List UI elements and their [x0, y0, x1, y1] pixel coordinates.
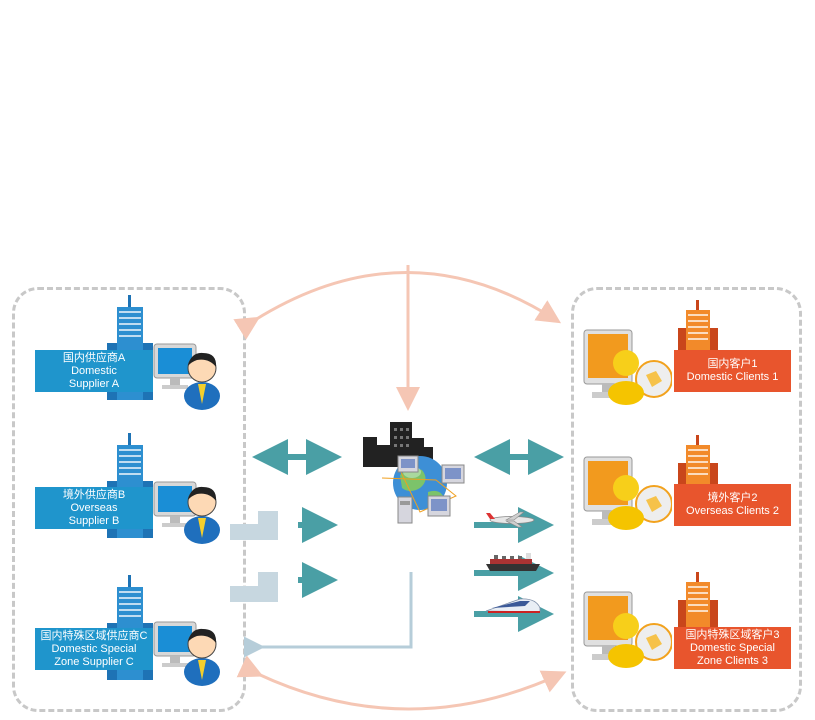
supplier-label: 国内特殊区域供应商C Domestic Special Zone Supplie…: [35, 628, 153, 670]
computer-icon: [153, 481, 197, 527]
user-icon: [608, 475, 672, 530]
user-icon: [184, 352, 220, 410]
supplier-name-en-line1: Overseas: [70, 501, 118, 514]
client-label: 国内特殊区域客户3 Domestic Special Zone Clients …: [674, 627, 791, 669]
supplier-name-en-line2: Supplier A: [68, 377, 120, 390]
bottom-arc-arrow: [236, 655, 567, 711]
supplier-name-en-line1: Domestic: [71, 364, 117, 377]
globe-network-icon: [363, 422, 465, 524]
top-arc-arrow: [233, 271, 562, 340]
user-icon: [184, 628, 220, 686]
user-icon: [608, 613, 672, 668]
supplier-c-step-block: [230, 572, 278, 602]
computer-icon: [153, 621, 197, 667]
return-line-arrow: [244, 572, 413, 658]
client-label: 境外客户2 Overseas Clients 2: [674, 484, 791, 526]
supplier-name-zh: 国内特殊区域供应商C: [40, 629, 148, 642]
supplier-name-zh: 国内供应商A: [62, 351, 126, 364]
client-name-en-line1: Domestic Special: [690, 641, 775, 654]
train-icon: [485, 598, 541, 613]
supplier-label: 境外供应商B Overseas Supplier B: [35, 487, 153, 529]
client-name-en-line2: Zone Clients 3: [697, 654, 768, 667]
client-name-en-line1: Domestic Clients 1: [686, 371, 779, 383]
building-icon: [678, 572, 718, 632]
airplane-icon: [486, 511, 535, 528]
supplier-name-en-line2: Zone Supplier C: [54, 655, 134, 668]
supplier-name-en-line2: Supplier B: [68, 514, 120, 527]
client-label: 国内客户1 Domestic Clients 1: [674, 350, 791, 392]
supplier-name-en-line1: Domestic Special: [51, 642, 137, 655]
client-name-en-line1: Overseas Clients 2: [686, 505, 779, 517]
user-icon: [608, 350, 672, 405]
supplier-group-frame: [12, 287, 246, 712]
client-name-zh: 国内客户1: [707, 358, 758, 370]
computer-icon: [153, 343, 197, 389]
client-name-zh: 国内特殊区域客户3: [685, 628, 780, 641]
supplier-label: 国内供应商A Domestic Supplier A: [35, 350, 153, 392]
supplier-b-step-block: [230, 511, 278, 540]
supplier-name-zh: 境外供应商B: [62, 488, 126, 501]
user-icon: [184, 486, 220, 544]
client-name-zh: 境外客户2: [707, 492, 758, 504]
client-group-frame: [571, 287, 802, 712]
cargo-ship-icon: [486, 553, 540, 571]
